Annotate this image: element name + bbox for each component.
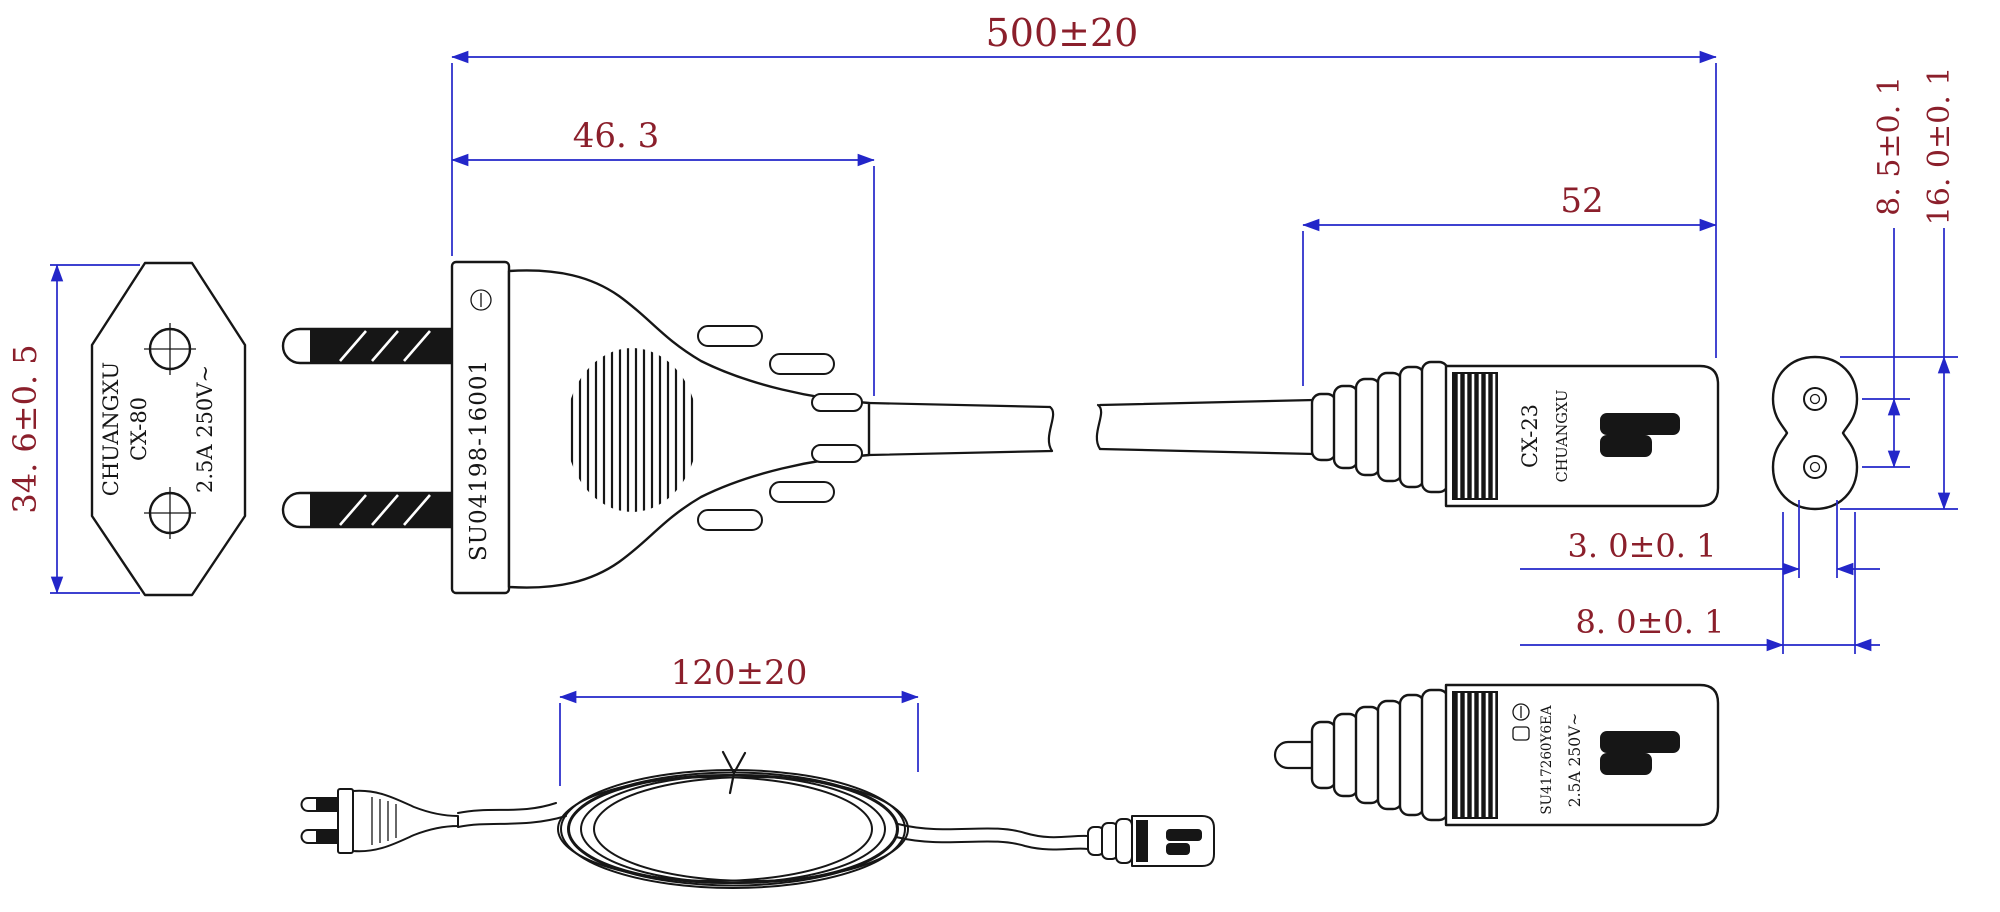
plug-body-outline [507, 269, 871, 589]
plug-face-brand-text: CHUANGXU [99, 362, 123, 496]
connector-top-socket-slot [1600, 731, 1680, 775]
connector-top-grip-band [1452, 691, 1498, 819]
connector-top-body-outline [1444, 683, 1720, 827]
c7-connector-top-view: SU417260Y6EA 2.5A 250V~ [1273, 683, 1720, 827]
dimension-hole-pitch: 8. 5±0. 1 [1862, 76, 1910, 468]
dimension-plug-face-height: 34. 6±0. 5 [6, 264, 140, 594]
dim-plug-face-height-text: 34. 6±0. 5 [6, 344, 44, 513]
connector-brand-text: CHUANGXU [1555, 390, 1571, 483]
dimension-plug-body-length: 46. 3 [451, 116, 875, 396]
contact-hole-bottom [1803, 455, 1827, 479]
dim-connector-face-height-text: 16. 0±0. 1 [1922, 67, 1957, 226]
power-cable [867, 398, 1316, 457]
mini-plug-side-view [300, 788, 459, 854]
dim-pin-large-text: 8. 0±0. 1 [1576, 603, 1725, 641]
plug-pin-hole-top [144, 323, 196, 375]
c7-connector-side-view: CX-23 CHUANGXU [1310, 360, 1720, 508]
connector-top-code-text: SU417260Y6EA [1539, 705, 1555, 815]
cable-to-coil [457, 802, 567, 828]
connector-socket-slot [1600, 413, 1680, 457]
c7-connector-end-view [1771, 355, 1859, 511]
dim-coil-length-text: 120±20 [671, 653, 808, 693]
dimension-overall-length: 500±20 [451, 11, 1717, 358]
plug-flange-code-text: SU04198-16001 [466, 359, 492, 561]
figure-eight-outline [1771, 355, 1859, 511]
dim-overall-length-text: 500±20 [986, 11, 1139, 55]
dimension-pin-large: 8. 0±0. 1 [1520, 512, 1880, 654]
euro-plug-face-view: CHUANGXU CX-80 2.5A 250V~ [90, 261, 247, 597]
dimension-pin-small: 3. 0±0. 1 [1520, 500, 1880, 578]
certification-marks-icon [1512, 703, 1530, 741]
dimension-coil-length: 120±20 [559, 653, 919, 786]
cable-stub [1273, 740, 1314, 770]
dimension-connector-length: 52 [1302, 181, 1717, 386]
plug-grip-ridges [570, 348, 694, 512]
connector-top-rating-text: 2.5A 250V~ [1566, 713, 1584, 808]
dim-connector-length-text: 52 [1560, 181, 1603, 221]
coil-tie [721, 750, 747, 795]
cable-coil [557, 769, 909, 889]
connector-grip-band [1452, 372, 1498, 500]
cable-break-right [1095, 403, 1103, 451]
connector-body-outline [1444, 364, 1720, 508]
connector-model-text: CX-23 [1518, 404, 1542, 468]
cord-assembly-view [300, 750, 1215, 889]
cable-break-left [1047, 405, 1055, 453]
dim-plug-body-length-text: 46. 3 [573, 116, 660, 156]
strain-relief-ridges-top-view [1310, 688, 1450, 822]
mini-c7-connector [1087, 815, 1215, 867]
plug-face-outline [90, 261, 247, 597]
dimension-annotations: 500±20 46. 3 52 34. 6±0. 5 8. 5±0. 1 [6, 11, 1958, 786]
euro-plug-side-view: SU04198-16001 [281, 260, 871, 595]
certification-mark-icon [470, 289, 492, 311]
plug-pin-bottom [281, 491, 454, 529]
plug-pin-hole-bottom [144, 487, 196, 539]
dim-hole-pitch-text: 8. 5±0. 1 [1872, 76, 1907, 216]
cable-to-connector [895, 823, 1089, 851]
plug-pin-top [281, 327, 454, 365]
strain-relief-ridges [1310, 360, 1450, 494]
dim-pin-small-text: 3. 0±0. 1 [1568, 527, 1717, 565]
plug-face-model-text: CX-80 [127, 397, 151, 461]
contact-hole-top [1803, 387, 1827, 411]
plug-body-vents [697, 325, 863, 531]
dimension-connector-face-height: 16. 0±0. 1 [1840, 67, 1958, 510]
plug-face-rating-text: 2.5A 250V~ [193, 365, 217, 493]
